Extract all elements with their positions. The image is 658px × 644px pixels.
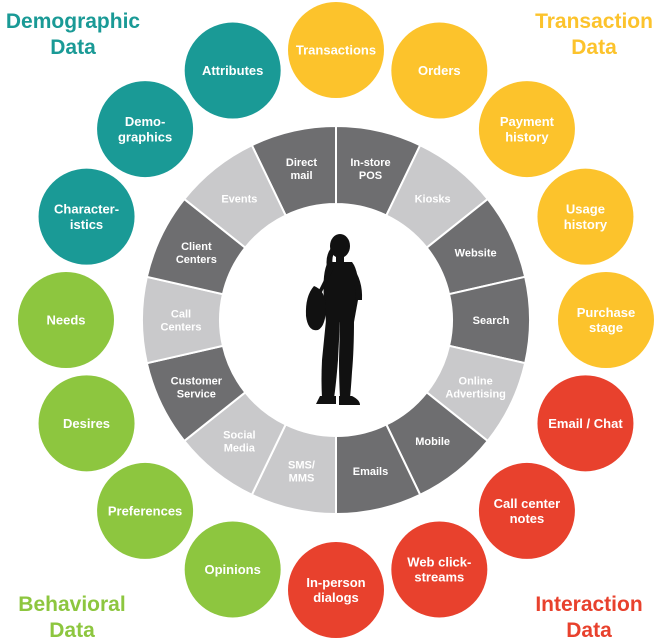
ring-label-events: Events	[221, 194, 257, 206]
demographic-data-heading: Demographic Data	[0, 9, 146, 61]
bubble-call-center-notes	[478, 462, 575, 559]
behavioral-heading-line1: Behavioral	[18, 593, 126, 616]
bubble-label-transactions: Transactions	[296, 43, 376, 58]
bubble-label-needs: Needs	[46, 313, 85, 328]
transaction-heading-line1: Transaction	[535, 10, 653, 33]
bubble-desires	[38, 375, 135, 472]
standing-person-silhouette-icon	[305, 234, 363, 405]
bubble-label-character-istics: Character-istics	[54, 202, 119, 232]
bubble-label-preferences: Preferences	[108, 503, 182, 518]
bubble-payment-history	[478, 81, 575, 178]
bubble-label-demo-graphics: Demo-graphics	[118, 114, 172, 144]
ring-label-mobile: Mobile	[415, 436, 450, 448]
bubble-label-orders: Orders	[418, 63, 461, 78]
bubble-demo-graphics	[97, 81, 194, 178]
demographic-heading-line2: Data	[50, 36, 96, 59]
bubble-needs	[18, 272, 114, 368]
interaction-heading-line1: Interaction	[535, 593, 643, 616]
bubble-opinions	[184, 521, 281, 618]
bubble-usage-history	[537, 168, 634, 265]
ring-label-sms-mms: SMS/MMS	[288, 459, 315, 484]
bubble-label-attributes: Attributes	[202, 63, 263, 78]
transaction-heading-line2: Data	[571, 36, 617, 59]
behavioral-heading-line2: Data	[49, 619, 95, 642]
bubble-label-web-click-streams: Web click-streams	[407, 554, 471, 584]
bubble-attributes	[184, 22, 281, 119]
interaction-heading-line2: Data	[566, 619, 612, 642]
ring-segment-events	[182, 143, 288, 250]
ring-label-search: Search	[473, 315, 510, 327]
bubble-in-person-dialogs	[288, 542, 384, 638]
ring-label-emails: Emails	[353, 466, 388, 478]
bubble-character-istics	[38, 168, 135, 265]
bubble-transactions	[288, 2, 384, 98]
bubble-web-click-streams	[391, 521, 488, 618]
interaction-data-heading: Interaction Data	[530, 592, 648, 644]
bubble-purchase-stage	[558, 272, 654, 368]
demographic-heading-line1: Demographic	[5, 10, 141, 33]
ring-label-website: Website	[455, 248, 497, 260]
bubble-orders	[391, 22, 488, 119]
ring-label-kiosks: Kiosks	[415, 194, 451, 206]
bubble-email-chat	[537, 375, 634, 472]
bubble-preferences	[97, 462, 194, 559]
bubble-label-opinions: Opinions	[205, 562, 261, 577]
transaction-data-heading: Transaction Data	[534, 9, 654, 61]
behavioral-data-heading: Behavioral Data	[10, 592, 134, 644]
bubble-label-email-chat: Email / Chat	[548, 416, 623, 431]
bubble-label-desires: Desires	[63, 416, 110, 431]
